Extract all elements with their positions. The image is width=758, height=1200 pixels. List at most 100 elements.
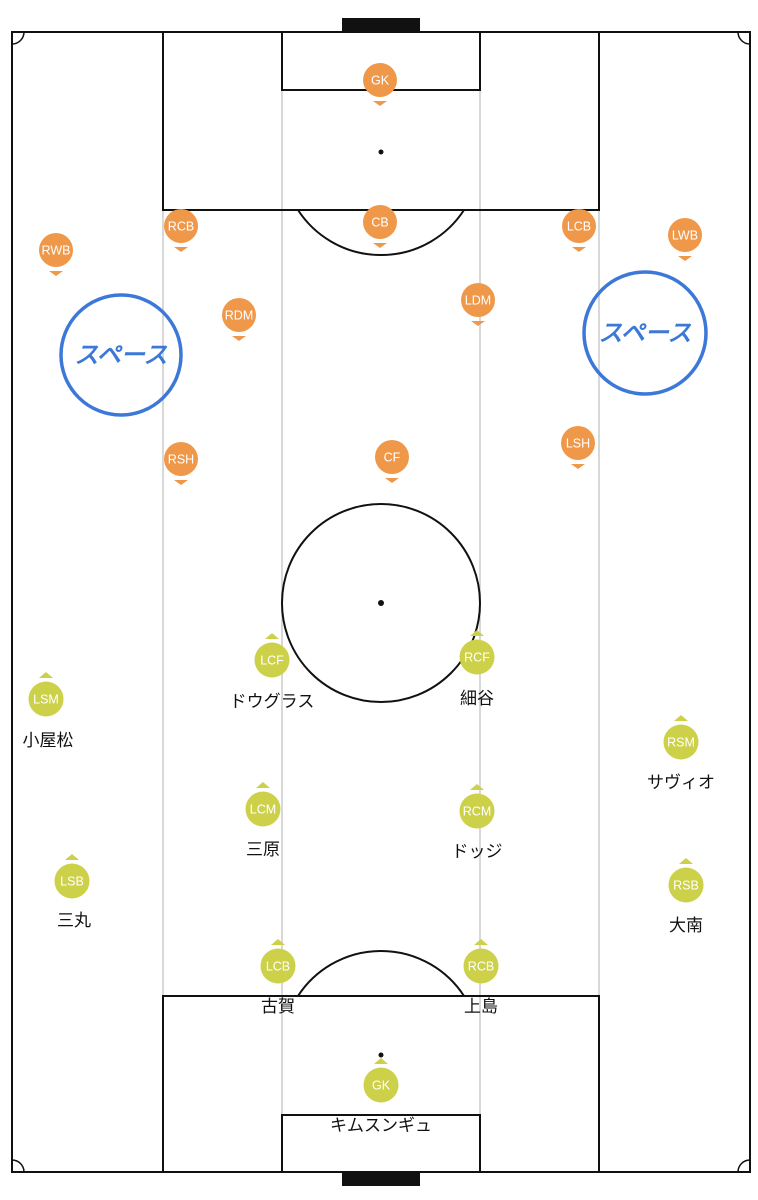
player-position: RCM bbox=[463, 805, 491, 819]
opponent-marker: RSH bbox=[164, 442, 198, 485]
player-name: ドッジ bbox=[452, 842, 503, 861]
up-pointer-icon bbox=[470, 630, 484, 636]
space-annotation: スペース bbox=[59, 293, 183, 417]
opponent-disc bbox=[461, 283, 495, 317]
player-disc bbox=[668, 867, 704, 903]
opponent-disc bbox=[562, 209, 596, 243]
opponent-marker: CF bbox=[375, 440, 409, 483]
top-penalty-arc bbox=[297, 209, 465, 257]
opponent-position: LSH bbox=[566, 437, 590, 451]
player-position: RCB bbox=[468, 960, 494, 974]
player-name: 小屋松 bbox=[23, 731, 74, 750]
team-player: RSB 大南 bbox=[668, 858, 704, 935]
up-pointer-icon bbox=[470, 784, 484, 790]
corner-arc-tr bbox=[737, 31, 751, 45]
opponent-players: GK CB RCB LCB RWB LWB RDM LDM RSH CF LSH bbox=[39, 63, 702, 485]
down-pointer-icon bbox=[572, 247, 586, 252]
opponent-disc bbox=[363, 63, 397, 97]
center-circle bbox=[281, 503, 481, 703]
opponent-marker: GK bbox=[363, 63, 397, 106]
opponent-marker: CB bbox=[363, 205, 397, 248]
opponent-disc bbox=[164, 209, 198, 243]
down-pointer-icon bbox=[571, 464, 585, 469]
player-disc bbox=[363, 1067, 399, 1103]
down-pointer-icon bbox=[678, 256, 692, 261]
player-disc bbox=[260, 948, 296, 984]
up-pointer-icon bbox=[679, 858, 693, 864]
pitch-markings bbox=[11, 18, 751, 1186]
bottom-penalty-spot bbox=[378, 1052, 384, 1058]
player-name: サヴィオ bbox=[647, 773, 715, 792]
player-position: LSM bbox=[33, 693, 59, 707]
opponent-disc bbox=[39, 233, 73, 267]
player-position: GK bbox=[372, 1079, 391, 1093]
player-position: RSM bbox=[667, 736, 695, 750]
opponent-marker: LDM bbox=[461, 283, 495, 326]
team-player: LCM 三原 bbox=[245, 782, 281, 859]
down-pointer-icon bbox=[471, 321, 485, 326]
up-pointer-icon bbox=[374, 1058, 388, 1064]
player-name: キムスンギュ bbox=[330, 1116, 432, 1135]
player-disc bbox=[459, 793, 495, 829]
team-player: GK キムスンギュ bbox=[330, 1058, 432, 1135]
player-name: 三原 bbox=[246, 840, 280, 859]
center-spot bbox=[378, 600, 384, 606]
up-pointer-icon bbox=[39, 672, 53, 678]
corner-arc-tl bbox=[11, 31, 25, 45]
team-player: LCF ドウグラス bbox=[230, 633, 315, 711]
player-disc bbox=[463, 948, 499, 984]
player-disc bbox=[28, 681, 64, 717]
opponent-marker: LWB bbox=[668, 218, 702, 261]
team-player: LSM 小屋松 bbox=[23, 672, 74, 750]
player-position: LCM bbox=[250, 803, 276, 817]
player-position: LCB bbox=[266, 960, 290, 974]
space-circle bbox=[59, 293, 183, 417]
bottom-goal bbox=[342, 1172, 420, 1186]
opponent-marker: LCB bbox=[562, 209, 596, 252]
down-pointer-icon bbox=[232, 336, 246, 341]
player-position: RSB bbox=[673, 879, 699, 893]
top-penalty-spot bbox=[378, 149, 384, 155]
opponent-disc bbox=[375, 440, 409, 474]
bottom-goal-area bbox=[281, 1114, 481, 1173]
player-name: 大南 bbox=[669, 916, 703, 935]
player-name: 細谷 bbox=[460, 689, 494, 708]
space-annotation: スペース bbox=[582, 270, 708, 396]
opponent-position: LDM bbox=[465, 294, 491, 308]
opponent-marker: RWB bbox=[39, 233, 73, 276]
player-name: 三丸 bbox=[57, 911, 91, 930]
team-player: RSM サヴィオ bbox=[647, 715, 715, 792]
up-pointer-icon bbox=[271, 939, 285, 945]
opponent-position: RCB bbox=[168, 220, 194, 234]
down-pointer-icon bbox=[174, 247, 188, 252]
down-pointer-icon bbox=[373, 243, 387, 248]
up-pointer-icon bbox=[256, 782, 270, 788]
space-circle bbox=[582, 270, 708, 396]
top-goal bbox=[342, 18, 420, 32]
player-disc bbox=[245, 791, 281, 827]
opponent-marker: LSH bbox=[561, 426, 595, 469]
opponent-position: CF bbox=[384, 451, 401, 465]
opponent-position: LCB bbox=[567, 220, 591, 234]
player-disc bbox=[54, 863, 90, 899]
space-label: スペース bbox=[74, 341, 167, 369]
down-pointer-icon bbox=[373, 101, 387, 106]
opponent-position: LWB bbox=[672, 229, 698, 243]
opponent-position: RSH bbox=[168, 453, 194, 467]
opponent-position: CB bbox=[371, 216, 388, 230]
bottom-penalty-arc bbox=[297, 949, 465, 997]
down-pointer-icon bbox=[385, 478, 399, 483]
opponent-position: GK bbox=[371, 74, 390, 88]
opponent-disc bbox=[668, 218, 702, 252]
corner-arc-br bbox=[737, 1159, 751, 1173]
player-disc bbox=[663, 724, 699, 760]
player-name: ドウグラス bbox=[230, 692, 315, 711]
player-position: LCF bbox=[260, 654, 284, 668]
corner-arc-bl bbox=[11, 1159, 25, 1173]
opponent-position: RDM bbox=[225, 309, 253, 323]
